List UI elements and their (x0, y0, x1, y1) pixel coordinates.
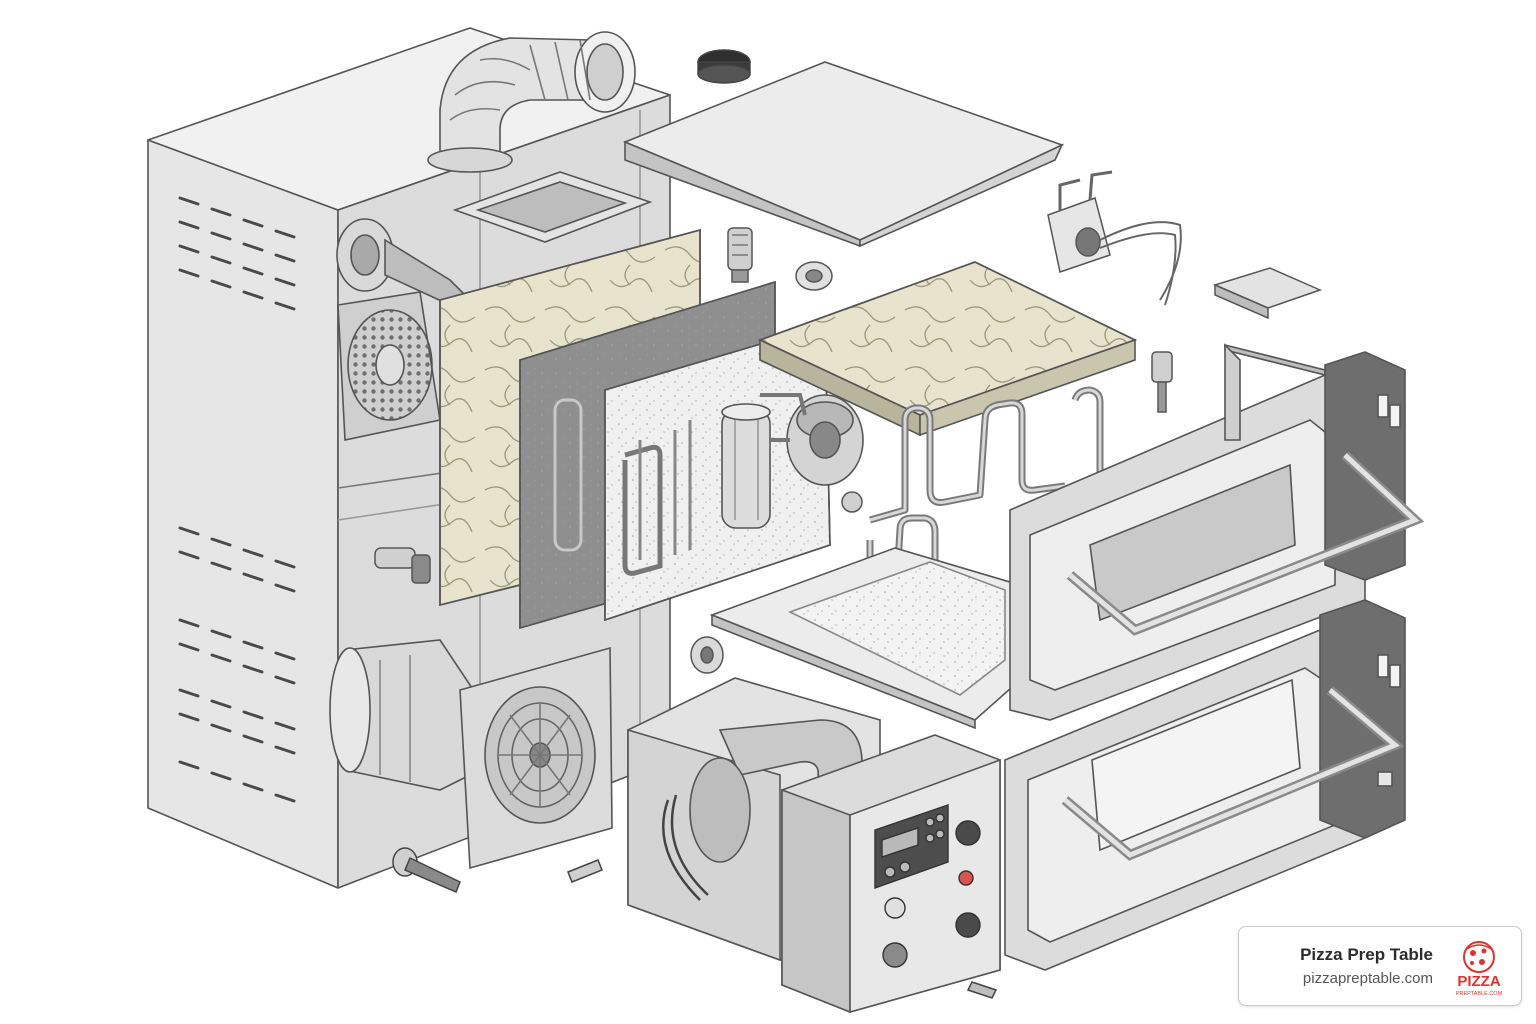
left-blower-motor (336, 218, 472, 306)
housing-vent-slots (178, 196, 296, 803)
control-knobs (882, 820, 981, 968)
blower-fan-unit (459, 646, 613, 870)
exhaust-flex-duct (427, 31, 636, 173)
brand-name: Pizza Prep Table (1300, 945, 1433, 964)
long-bolt (392, 847, 461, 893)
thermocouple-connector (727, 227, 753, 283)
oven-floor-tray (709, 547, 1021, 730)
brand-url[interactable]: pizzapreptable.com (1302, 970, 1433, 987)
small-fitting (841, 491, 863, 513)
lower-oven-door (1004, 599, 1406, 971)
brand-card[interactable]: Pizza Prep Table pizzapreptable.com PIZZ… (1238, 926, 1522, 1006)
spark-electrode (1151, 351, 1173, 413)
pizza-stone-slab (757, 261, 1138, 437)
lower-door-handle (1061, 686, 1405, 861)
gas-valve-assembly (721, 393, 864, 529)
upper-door-handle (1066, 451, 1425, 636)
lower-blower-duct (329, 639, 481, 791)
rear-fan-grille (337, 291, 441, 441)
heating-element-panel (604, 323, 831, 622)
top-cover-panel (622, 61, 1065, 248)
top-duct-frame (452, 171, 653, 243)
logo-subtext: PREPTABLE.COM (1456, 991, 1503, 997)
gas-fitting-nozzle (374, 547, 431, 584)
digital-thermostat-display (874, 804, 949, 889)
logo-text: PIZZA (1457, 973, 1500, 990)
mounting-bracket (1212, 267, 1323, 320)
knob-cap (697, 49, 751, 84)
pipe-coupler (795, 261, 833, 291)
small-screw (567, 859, 603, 883)
igniter-module (1047, 170, 1182, 306)
housing-left-panel (147, 139, 339, 889)
pin-connector (966, 981, 998, 999)
pizza-logo-icon: PIZZA PREPTABLE.COM (1456, 941, 1503, 997)
pressure-gauge-fitting (690, 636, 724, 674)
